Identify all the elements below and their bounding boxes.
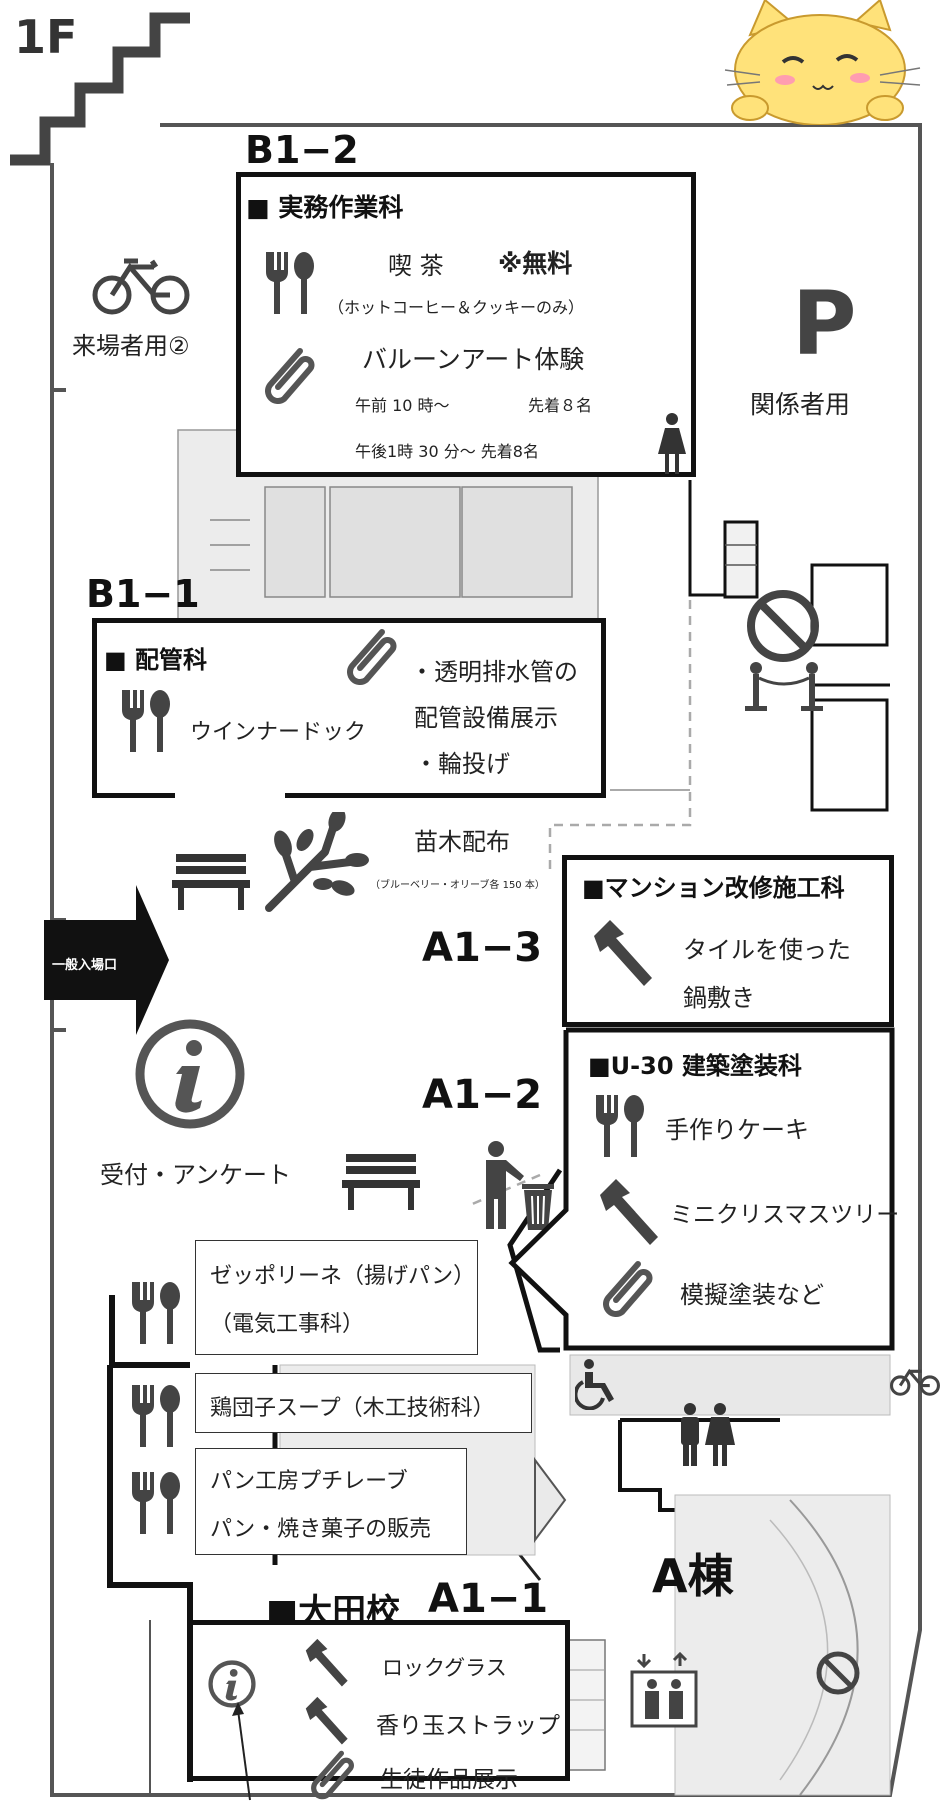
info-icon: [208, 1660, 256, 1708]
booth-b1-2: [236, 172, 696, 477]
info-pointer-arrow: [232, 1702, 251, 1801]
paperclip-icon: [347, 629, 397, 685]
booth-b1-2-heading: ■ 実務作業科: [246, 193, 404, 222]
entrance-label: 一般入場口: [52, 958, 118, 973]
b1-1-item-1: ・透明排水管の: [410, 658, 578, 686]
hammer-icon: [305, 1696, 348, 1745]
parking-letter: P: [792, 272, 857, 375]
balloon-label: バルーンアート体験: [362, 345, 585, 374]
trash-bin-icon: [486, 1141, 554, 1230]
stall-soup: [195, 1373, 532, 1433]
fork-spoon-icon: [596, 1095, 644, 1157]
b1-1-door-gap: [175, 790, 285, 800]
woman-icon: [658, 413, 686, 474]
zone-label-a1-2: A1−2: [422, 1072, 543, 1118]
seedlings-note: （ブルーベリー・オリーブ各 150 本）: [370, 880, 545, 891]
no-entry-icon: [816, 1651, 860, 1695]
stall-zeppoline-line-2: （電気工事科）: [210, 1312, 365, 1337]
ota-item-2: 香り玉ストラップ: [376, 1713, 560, 1739]
a1-3-item-2: 鍋敷き: [683, 984, 755, 1012]
paperclip-icon: [311, 1750, 354, 1800]
seedlings-title: 苗木配布: [414, 828, 510, 856]
hammer-icon: [305, 1638, 348, 1687]
stall-zeppoline-line-1: ゼッポリーネ（揚げパン）: [210, 1264, 476, 1289]
fork-spoon-icon: [266, 252, 314, 314]
entrance-arrow-icon: [44, 885, 169, 1035]
fork-spoon-icon: [132, 1472, 180, 1534]
b1-1-item-3: ・輪投げ: [414, 750, 510, 778]
stall-zeppoline: [195, 1240, 478, 1355]
wheelchair-icon: [575, 1359, 614, 1410]
a1-3-item-1: タイルを使った: [683, 936, 851, 964]
fork-spoon-icon: [132, 1282, 180, 1344]
bicycle-icon: [92, 258, 190, 315]
bench-icon: [342, 1154, 420, 1210]
hammer-icon: [600, 1179, 658, 1245]
a1-2-food: 手作りケーキ: [665, 1116, 809, 1144]
a1-2-demo: 模擬塗装など: [680, 1281, 824, 1309]
bicycle-icon: [890, 1368, 940, 1396]
cafe-note: （ホットコーヒー＆クッキーのみ）: [328, 298, 585, 317]
zone-label-a1-1: A1−1: [428, 1576, 549, 1622]
stall-bakery-line-2: パン・焼き菓子の販売: [210, 1517, 432, 1542]
ota-item-3: 生徒作品展示: [380, 1767, 518, 1793]
barrier-icon: [745, 662, 823, 711]
booth-a1-3-heading: ■マンション改修施工科: [582, 874, 845, 902]
booth-b1-1-heading: ■ 配管科: [104, 646, 208, 674]
hammer-icon: [594, 920, 652, 986]
bike-parking-label: 来場者用②: [72, 332, 190, 360]
morning-time: 午前 10 時～: [355, 396, 450, 415]
b1-1-item-2: 配管設備展示: [414, 704, 558, 732]
cat-mascot-icon: [724, 0, 921, 125]
zone-label-a1-3: A1−3: [422, 925, 543, 971]
afternoon-time: 午後1時 30 分～ 先着8名: [355, 442, 539, 461]
reception-label: 受付・アンケート: [100, 1161, 292, 1189]
stall-bakery-line-1: パン工房プチレーブ: [210, 1469, 408, 1494]
bench-icon: [172, 854, 250, 910]
elevator-icon: [630, 1651, 698, 1728]
parking-label: 関係者用: [750, 390, 851, 419]
b1-1-food: ウインナードック: [190, 720, 367, 745]
info-icon: [135, 1019, 245, 1129]
booth-a1-1-bottom-wall: [188, 1776, 570, 1781]
fork-spoon-icon: [132, 1385, 180, 1447]
sapling-branch-icon: [265, 812, 369, 912]
free-label: ※無料: [498, 249, 573, 278]
zone-label-b1-2: B1−2: [245, 128, 359, 172]
floor-label: 1F: [14, 10, 78, 64]
cafe-label: 喫 茶: [388, 252, 444, 280]
paperclip-icon: [265, 348, 315, 404]
morning-limit: 先着８名: [528, 396, 593, 415]
booth-b1-1: [92, 618, 606, 798]
booth-a1-2-heading: ■U-30 建築塗装科: [588, 1052, 802, 1080]
building-label: A棟: [652, 1549, 734, 1603]
paperclip-icon: [603, 1261, 653, 1317]
stall-bakery: [195, 1448, 467, 1555]
zone-label-b1-1: B1−1: [86, 572, 200, 616]
restroom-icon: [681, 1403, 735, 1466]
stall-soup-label: 鶏団子スープ（木工技術科）: [210, 1396, 495, 1421]
a1-2-craft: ミニクリスマスツリー: [670, 1202, 900, 1228]
booth-a1-1: [188, 1620, 570, 1780]
ota-item-1: ロックグラス: [382, 1656, 507, 1680]
fork-spoon-icon: [122, 690, 170, 752]
no-entry-icon: [747, 590, 819, 662]
